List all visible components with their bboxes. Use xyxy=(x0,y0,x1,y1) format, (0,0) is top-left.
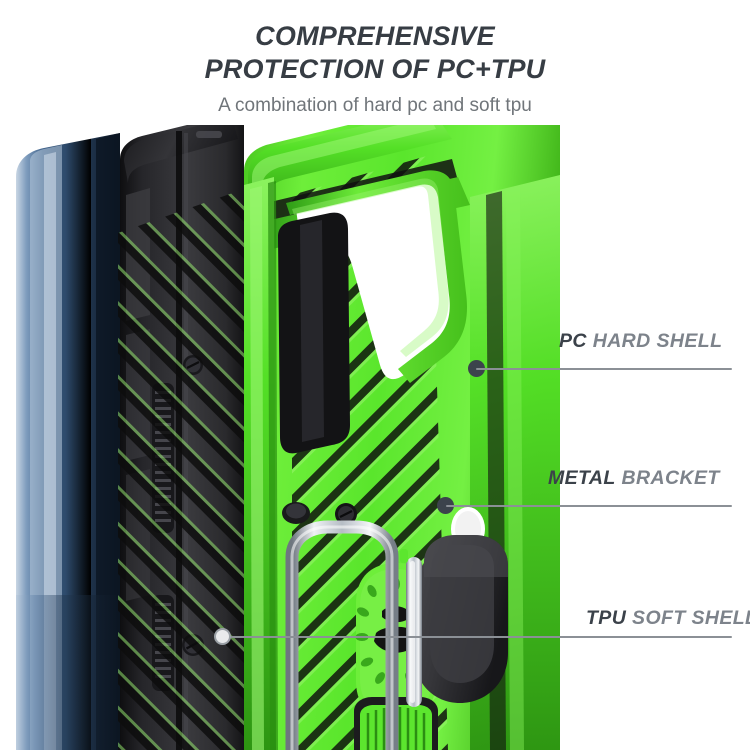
tpu-soft-shell-leader xyxy=(223,636,732,638)
pc-hard-shell-label-soft: HARD SHELL xyxy=(592,330,723,352)
pc-hard-shell-label: PC HARD SHELL xyxy=(559,330,722,353)
green-screw xyxy=(335,503,357,525)
page-title: COMPREHENSIVE PROTECTION OF PC+TPU xyxy=(0,0,750,86)
title-line-1: COMPREHENSIVE xyxy=(255,21,495,51)
header: COMPREHENSIVE PROTECTION OF PC+TPU A com… xyxy=(0,0,750,117)
metal-bracket-marker xyxy=(437,497,454,514)
camera-cutout xyxy=(278,170,468,454)
tpu-soft-shell-marker xyxy=(214,628,231,645)
product-image xyxy=(0,125,560,750)
ring-kickstand xyxy=(285,520,508,750)
phone-body-layer xyxy=(16,133,120,750)
pc-hard-shell-leader xyxy=(476,368,732,370)
metal-bracket-label-strong: METAL xyxy=(548,467,616,489)
metal-bracket-label: METAL BRACKET xyxy=(548,467,720,490)
metal-bracket-label-soft: BRACKET xyxy=(621,467,720,489)
title-line-2: PROTECTION OF PC+TPU xyxy=(204,54,546,84)
bumper-nubs xyxy=(282,502,310,524)
page-subtitle: A combination of hard pc and soft tpu xyxy=(218,95,532,116)
tpu-soft-shell-label: TPU SOFT SHELL xyxy=(586,607,750,630)
pc-hard-shell-label-strong: PC xyxy=(559,330,587,352)
metal-bracket-leader xyxy=(446,505,732,507)
tpu-soft-shell-label-strong: TPU xyxy=(586,607,627,629)
tpu-soft-shell-label-soft: SOFT SHELL xyxy=(632,607,750,629)
